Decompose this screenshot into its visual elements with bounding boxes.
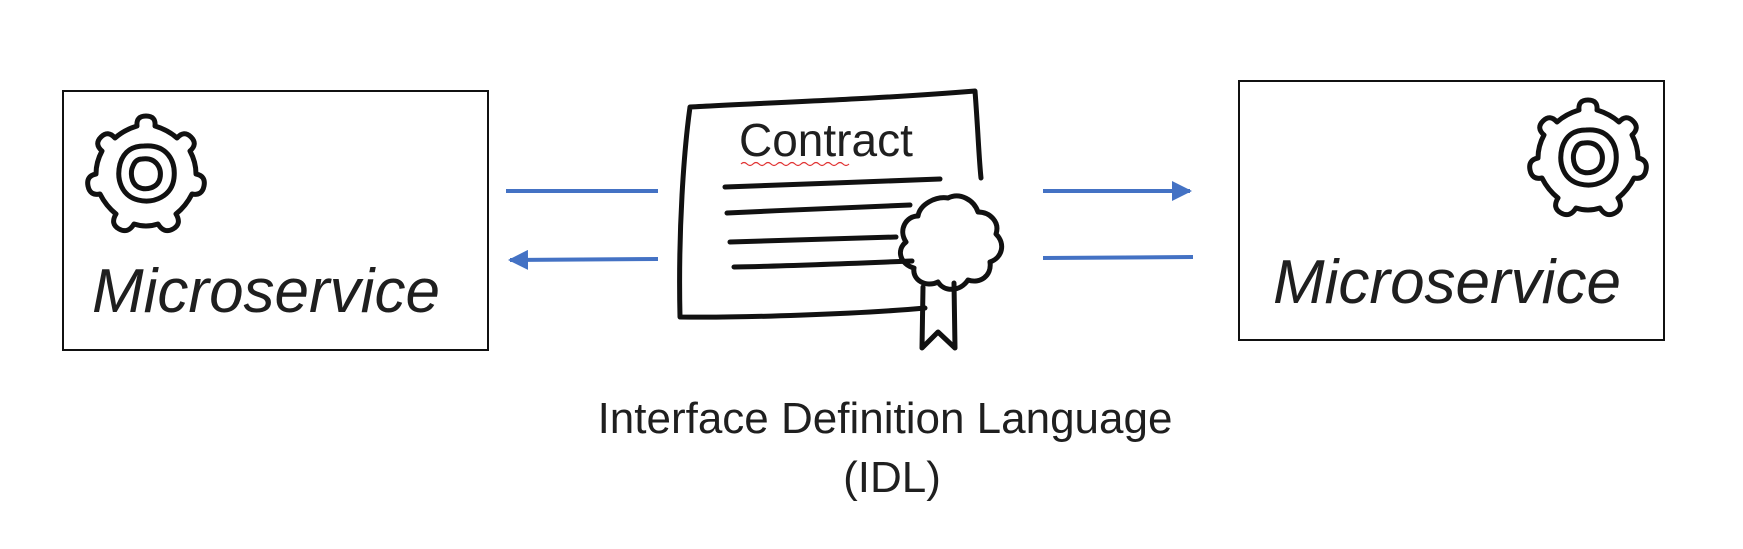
left-microservice-box bbox=[62, 90, 489, 351]
contract-line-4 bbox=[731, 258, 915, 270]
caption-line-1: Interface Definition Language bbox=[598, 394, 1173, 443]
left-bottom-arrow bbox=[508, 249, 659, 270]
arrows bbox=[506, 181, 1194, 270]
certificate-seal-icon bbox=[897, 193, 1005, 351]
contract-line-1 bbox=[722, 176, 943, 190]
gear-icon bbox=[1530, 100, 1647, 215]
caption: Interface Definition Language (IDL) bbox=[598, 394, 1173, 502]
left-microservice: Microservice bbox=[62, 90, 489, 351]
contract-line-3 bbox=[727, 234, 899, 245]
gear-icon bbox=[88, 116, 205, 231]
right-microservice-label: Microservice bbox=[1273, 248, 1621, 317]
contract-line-2 bbox=[724, 202, 913, 216]
left-microservice-label: Microservice bbox=[92, 257, 440, 326]
caption-line-2: (IDL) bbox=[843, 453, 941, 502]
right-bottom-line bbox=[1042, 255, 1194, 260]
right-microservice: Microservice bbox=[1238, 80, 1665, 341]
contract-title: Contract bbox=[739, 114, 913, 166]
contract-page-outline bbox=[677, 88, 984, 320]
right-microservice-box bbox=[1238, 80, 1665, 341]
spellcheck-underline bbox=[740, 161, 850, 167]
contract-document: Contract bbox=[677, 88, 984, 320]
